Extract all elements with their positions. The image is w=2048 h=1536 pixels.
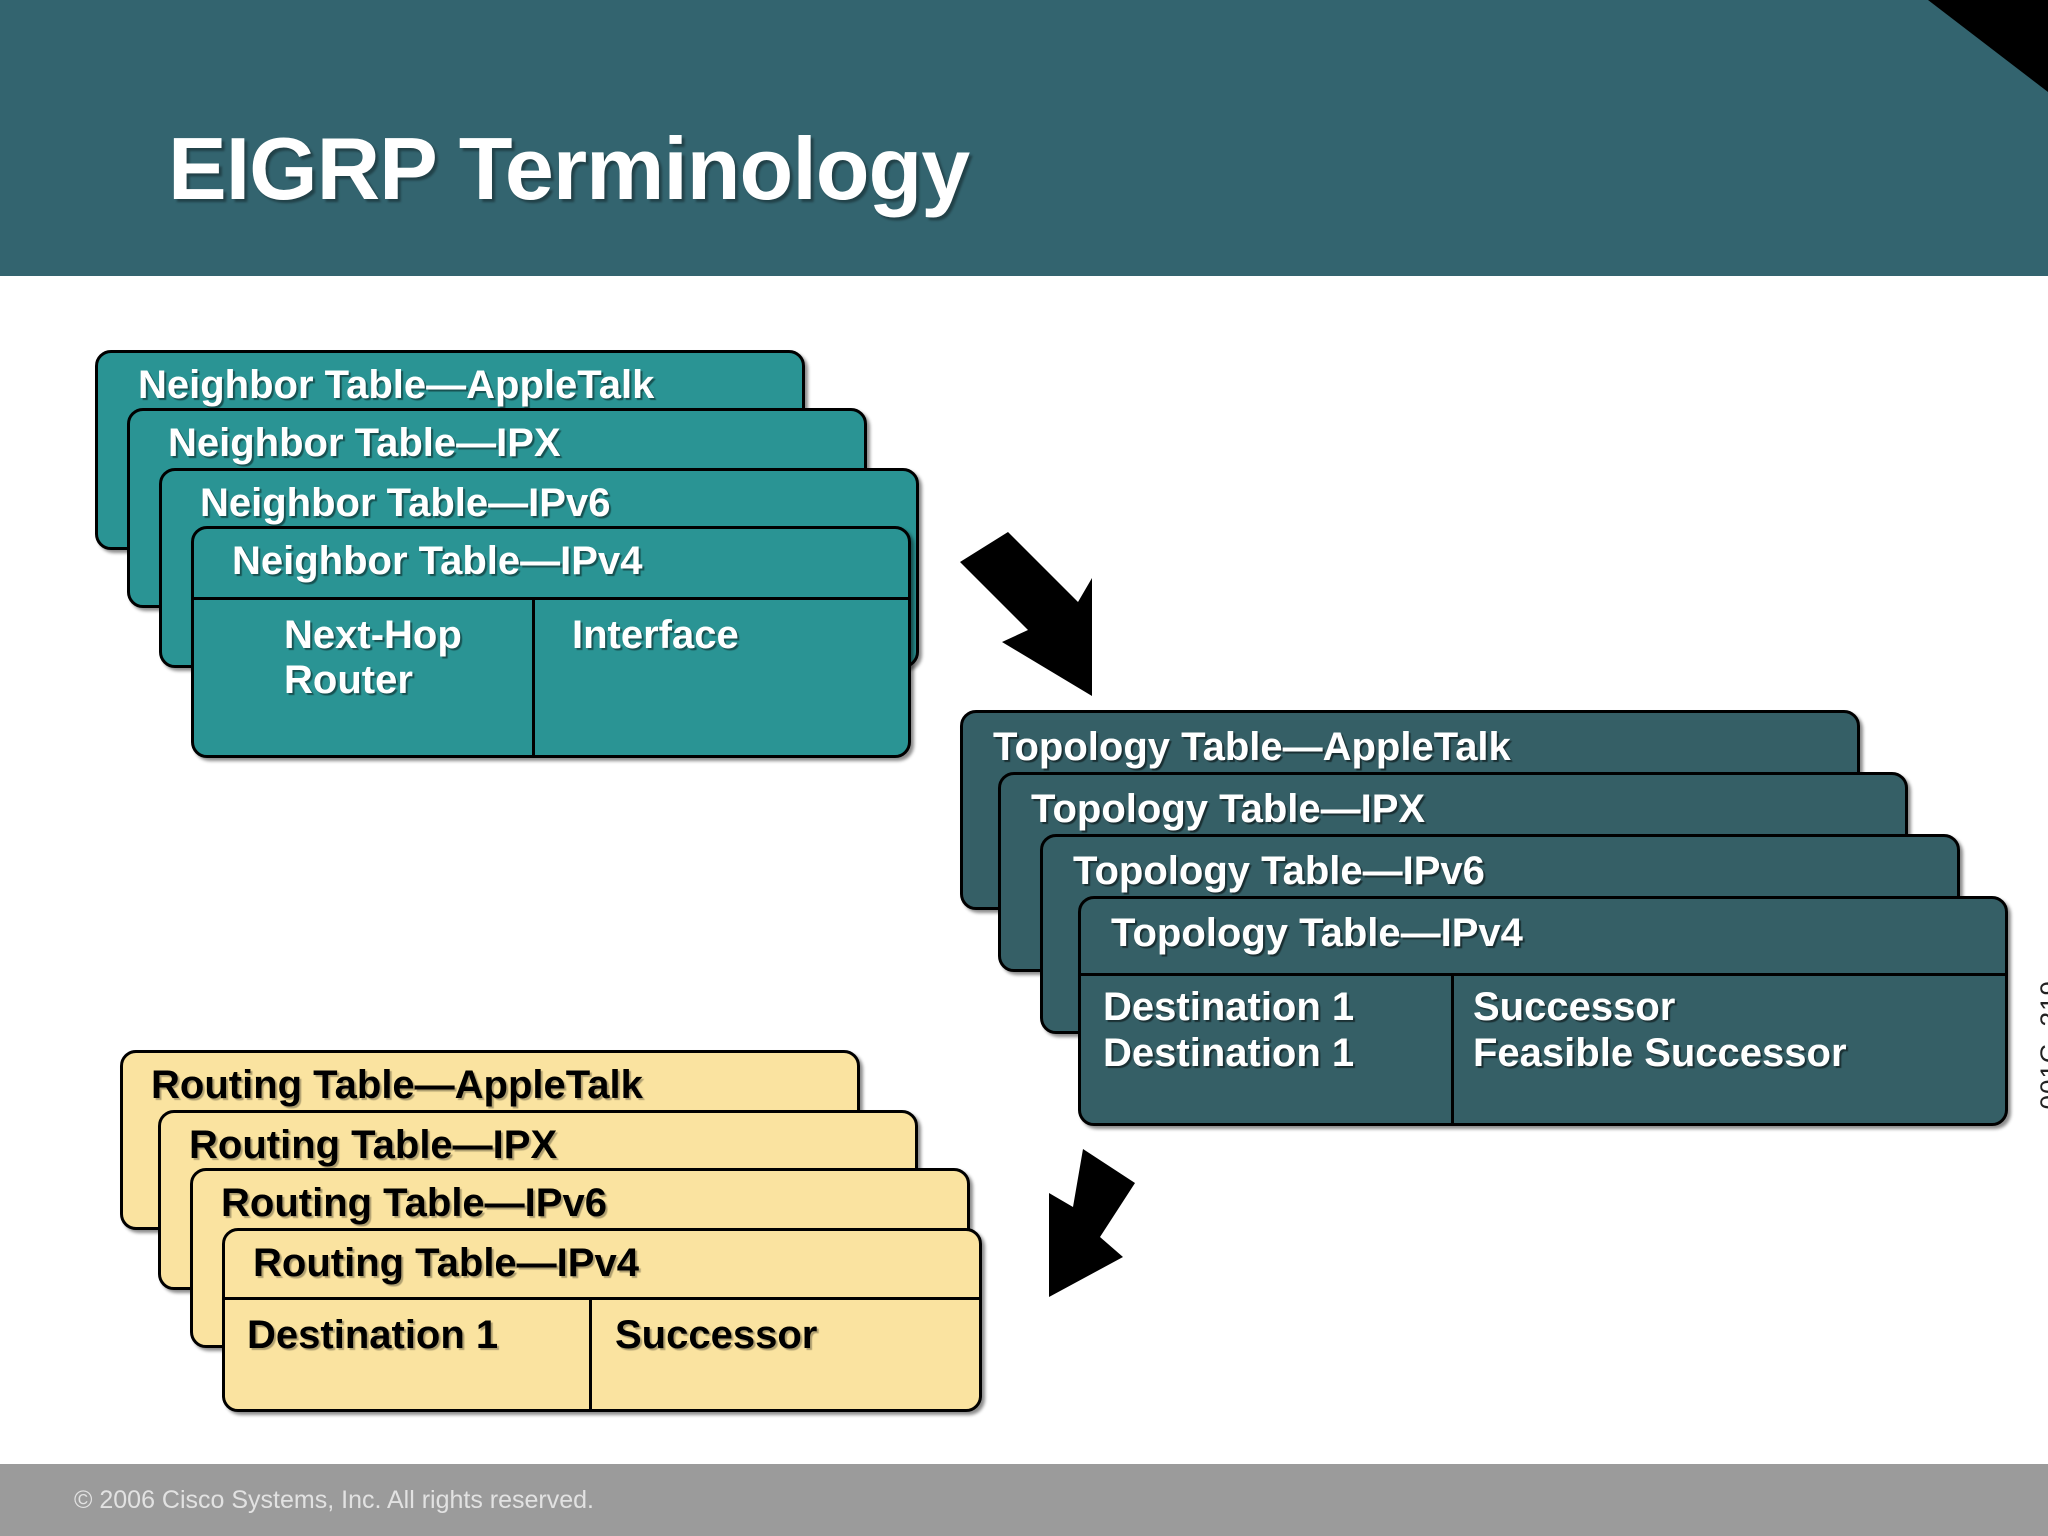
- routing-table-title-ipv6: Routing Table—IPv6: [221, 1181, 607, 1225]
- topology-table-card-ipv4[interactable]: Topology Table—IPv4 Destination 1 Succes…: [1078, 896, 2008, 1126]
- routing-row-1-via: Successor: [615, 1313, 818, 1357]
- topology-row-1-via: Successor: [1473, 985, 1676, 1029]
- topology-table-column-divider: [1451, 973, 1454, 1123]
- routing-row-1-destination: Destination 1: [247, 1313, 499, 1357]
- routing-table-column-divider: [589, 1297, 592, 1409]
- neighbor-table-column-divider: [532, 597, 535, 755]
- topology-table-title-ipx: Topology Table—IPX: [1031, 787, 1426, 831]
- topology-row-2-via: Feasible Successor: [1473, 1031, 1847, 1075]
- arrow-neighbor-to-topology: [960, 532, 1092, 696]
- arrow-topology-to-routing: [1049, 1149, 1135, 1297]
- neighbor-table-stack: Neighbor Table—AppleTalk Neighbor Table—…: [95, 350, 919, 760]
- topology-table-header-divider: [1081, 973, 2005, 976]
- routing-table-title-ipx: Routing Table—IPX: [189, 1123, 558, 1167]
- topology-table-title-ipv4: Topology Table—IPv4: [1111, 911, 1523, 955]
- topology-row-1-destination: Destination 1: [1103, 985, 1355, 1029]
- routing-table-card-ipv4[interactable]: Routing Table—IPv4 Destination 1 Success…: [222, 1228, 982, 1412]
- neighbor-cell-next-hop-line2: Router: [284, 657, 413, 702]
- routing-table-title-appletalk: Routing Table—AppleTalk: [151, 1063, 643, 1107]
- routing-table-title-ipv4: Routing Table—IPv4: [253, 1241, 639, 1285]
- slide-reference-code: 001G_319: [2034, 980, 2048, 1110]
- neighbor-cell-next-hop-line1: Next-Hop: [284, 613, 462, 657]
- topology-table-title-appletalk: Topology Table—AppleTalk: [993, 725, 1511, 769]
- corner-wedge-decoration: [1928, 0, 2048, 92]
- neighbor-table-title-appletalk: Neighbor Table—AppleTalk: [138, 363, 655, 407]
- topology-table-stack: Topology Table—AppleTalk Topology Table—…: [960, 710, 2010, 1130]
- neighbor-table-title-ipx: Neighbor Table—IPX: [168, 421, 561, 465]
- neighbor-table-title-ipv6: Neighbor Table—IPv6: [200, 481, 611, 525]
- neighbor-cell-interface: Interface: [572, 613, 739, 657]
- topology-row-2-destination: Destination 1: [1103, 1031, 1355, 1075]
- neighbor-table-header-divider: [194, 597, 908, 600]
- neighbor-cell-next-hop-router: Next-Hop Router: [284, 613, 514, 703]
- routing-table-stack: Routing Table—AppleTalk Routing Table—IP…: [120, 1050, 1000, 1412]
- slide-footer-bar: © 2006 Cisco Systems, Inc. All rights re…: [0, 1464, 2048, 1536]
- neighbor-table-title-ipv4: Neighbor Table—IPv4: [232, 539, 643, 583]
- neighbor-table-card-ipv4[interactable]: Neighbor Table—IPv4 Next-Hop Router Inte…: [191, 526, 911, 758]
- copyright-text: © 2006 Cisco Systems, Inc. All rights re…: [74, 1486, 595, 1514]
- routing-table-header-divider: [225, 1297, 979, 1300]
- slide-header-bar: EIGRP Terminology: [0, 0, 2048, 276]
- topology-table-title-ipv6: Topology Table—IPv6: [1073, 849, 1485, 893]
- page-title: EIGRP Terminology: [168, 119, 970, 218]
